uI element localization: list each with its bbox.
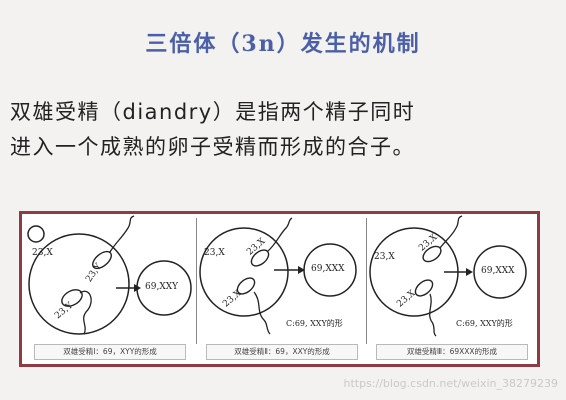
panel-2-caption: 双雄受精Ⅱ：69，XXY的形成 — [206, 344, 358, 360]
paragraph-line-1: 双雄受精（diandry）是指两个精子同时 — [10, 100, 416, 124]
watermark-text: https://blog.csdn.net/weixin_38279239 — [343, 377, 558, 390]
panel-3-caption: 双雄受精Ⅲ：69XXX的形成 — [376, 344, 528, 360]
panel-3: 23,X 23,X 23,X 69,XXX C:69, XXY的形 双雄受精Ⅲ：… — [366, 214, 536, 364]
panel-2-drawing — [199, 217, 357, 335]
paragraph-line-2: 进入一个成熟的卵子受精而形成的合子。 — [10, 135, 415, 159]
panel-2: 23,X 23,X 23,X 69,XXX C:69, XXY的形 双雄受精Ⅱ：… — [196, 214, 366, 364]
panel-divider — [196, 218, 197, 344]
panel-1-drawing — [27, 215, 192, 335]
panel-3-result-note: C:69, XXY的形 — [456, 319, 513, 328]
diandry-figure: 23,X 23,Y 23,Y 69,XXY 双雄受精Ⅰ：69，XYY的形成 23… — [19, 211, 540, 367]
panel-2-result-label: 69,XXX — [311, 264, 345, 274]
panel-2-result-note: C:69, XXY的形 — [286, 319, 343, 328]
panel-1-caption: 双雄受精Ⅰ：69，XYY的形成 — [34, 344, 186, 360]
panel-3-result-label: 69,XXX — [481, 266, 515, 276]
slide-title: 三倍体（3n）发生的机制 — [145, 31, 421, 57]
panel-3-egg-label: 23,X — [374, 252, 395, 262]
panel-2-egg-label: 23,X — [204, 248, 225, 258]
panel-3-drawing — [369, 215, 527, 337]
panel-1: 23,X 23,Y 23,Y 69,XXY 双雄受精Ⅰ：69，XYY的形成 — [24, 214, 194, 364]
panel-1-result-label: 69,XXY — [145, 282, 179, 292]
panel-divider — [366, 218, 367, 344]
panel-1-egg-label: 23,X — [32, 248, 53, 258]
